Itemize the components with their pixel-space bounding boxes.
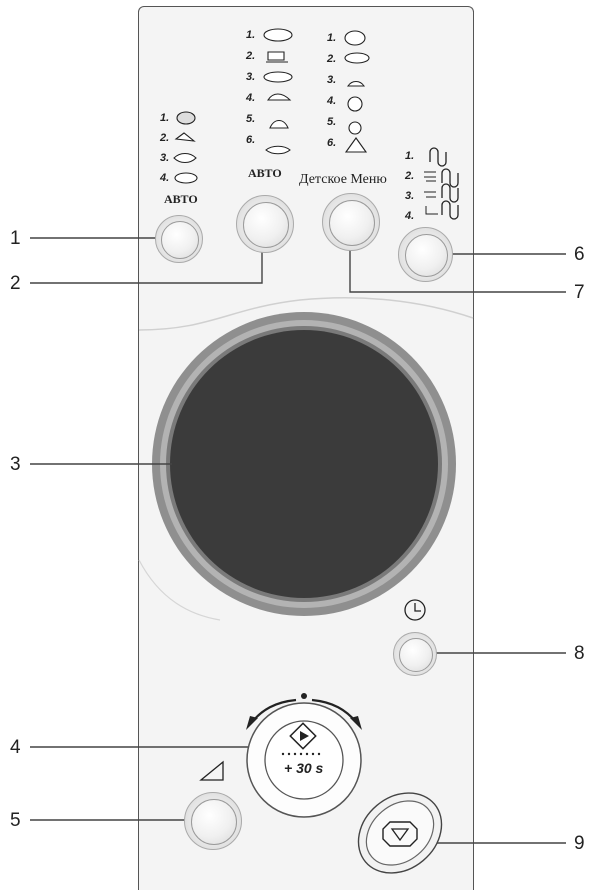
- indicator-dot: [301, 693, 307, 699]
- kids-menu-button[interactable]: [322, 193, 380, 251]
- grill-icons: [424, 147, 459, 220]
- stop-icon: [382, 821, 418, 847]
- auto-left-label: АВТО: [164, 192, 198, 206]
- callout-1: 1: [10, 228, 21, 249]
- cup-icon: [266, 51, 288, 63]
- callout-8: 8: [574, 643, 585, 664]
- callout-7: 7: [574, 282, 585, 303]
- grill-icon-3: [441, 183, 459, 203]
- callout-9: 9: [574, 833, 585, 854]
- start-plus30-button[interactable]: [247, 703, 361, 817]
- timer-button[interactable]: [393, 632, 437, 676]
- stop-cancel-button[interactable]: [358, 800, 442, 866]
- chicken-leg-icon: [269, 119, 289, 129]
- menu-auto-item: 3.: [246, 70, 256, 83]
- microwave-icon-4: [425, 206, 438, 215]
- menu-grill-item: 4.: [405, 210, 415, 222]
- callout-4: 4: [10, 737, 21, 758]
- fish-dish-icon: [265, 145, 291, 155]
- pizza-icon: [344, 137, 368, 153]
- power-level-button[interactable]: [184, 792, 242, 850]
- dial-face: [170, 330, 438, 598]
- grill-icon-1: [429, 147, 447, 167]
- menu-kids: 1. 2. 3. 4. 5. 6.: [327, 27, 345, 153]
- menu-left-item: 1.: [160, 112, 170, 124]
- auto-center-label: АВТО: [248, 166, 282, 180]
- menu-grill-item: 3.: [405, 190, 415, 202]
- arrow-right-head: [350, 716, 362, 730]
- kids-menu-label: Детское Меню: [299, 172, 387, 187]
- menu-left: 1. 2. 3. 4.: [160, 108, 178, 188]
- menu-kids-item: 5.: [327, 115, 337, 128]
- grill-icon-4: [441, 200, 459, 220]
- burger-icon: [344, 30, 366, 46]
- menu-kids-item: 3.: [327, 73, 337, 86]
- plus30-label: + 30 s: [284, 760, 324, 776]
- menu-left-item: 3.: [160, 152, 170, 164]
- menu-auto-item: 6.: [246, 133, 256, 146]
- microwave-icon-2: [424, 171, 436, 182]
- start-icon: [289, 722, 317, 750]
- pot-icon: [263, 71, 293, 83]
- nuggets-icon: [346, 80, 366, 87]
- food-icons: [173, 28, 370, 184]
- dotted-divider: [281, 752, 321, 756]
- menu-grill: 1. 2. 3. 4.: [405, 146, 423, 226]
- menu-auto: 1. 2. 3. 4. 5. 6.: [246, 24, 264, 150]
- menu-auto-item: 5.: [246, 112, 256, 125]
- microwave-icon-3: [424, 191, 436, 198]
- auto-icon-1: [263, 28, 293, 42]
- fish-icon: [173, 152, 197, 164]
- panel-swoosh: [138, 297, 474, 331]
- menu-grill-item: 1.: [405, 150, 415, 162]
- callout-5: 5: [10, 810, 21, 831]
- menu-kids-item: 6.: [327, 136, 337, 149]
- start-button-inner: [264, 720, 344, 800]
- grill-icon-2: [441, 168, 459, 188]
- pasta-icon: [344, 52, 370, 64]
- leader-7: [349, 244, 566, 293]
- meat-icon: [176, 111, 196, 125]
- menu-grill-item: 2.: [405, 170, 415, 182]
- power-level-icon: [199, 760, 224, 781]
- stop-button: [357, 792, 443, 874]
- menu-auto-item: 1.: [246, 28, 256, 41]
- defrost-button[interactable]: [155, 215, 203, 263]
- menu-auto-item: 4.: [246, 91, 256, 104]
- callout-6: 6: [574, 244, 585, 265]
- panel-swoosh-lower: [138, 559, 221, 621]
- menu-kids-item: 1.: [327, 31, 337, 44]
- vegetables-icon: [267, 93, 292, 101]
- callout-2: 2: [10, 273, 21, 294]
- mixed-icon: [347, 96, 363, 112]
- cookies-icon: [348, 121, 362, 135]
- menu-kids-item: 4.: [327, 94, 337, 107]
- callout-3: 3: [10, 454, 21, 475]
- clock-icon: [404, 599, 426, 621]
- menu-auto-item: 2.: [246, 49, 256, 62]
- auto-cook-button[interactable]: [236, 195, 294, 253]
- grill-combi-button[interactable]: [398, 227, 453, 282]
- selection-dial[interactable]: [170, 330, 438, 598]
- arrow-left-head: [246, 716, 258, 730]
- poultry-icon: [174, 132, 196, 142]
- leader-lines: [30, 237, 566, 844]
- menu-kids-item: 2.: [327, 52, 337, 65]
- bread-icon: [174, 172, 198, 184]
- menu-left-item: 4.: [160, 172, 170, 184]
- menu-left-item: 2.: [160, 132, 170, 144]
- leader-2: [30, 248, 263, 284]
